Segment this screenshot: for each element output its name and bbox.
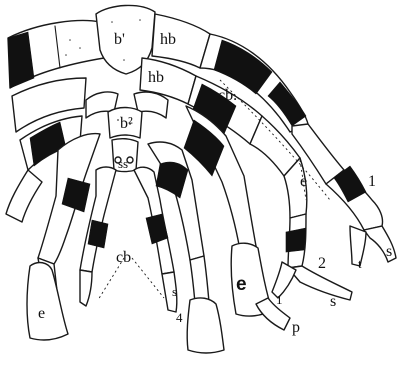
label-s-left: s — [172, 284, 177, 299]
label-1-right: 1 — [368, 173, 376, 190]
label-b1: b' — [114, 31, 125, 48]
label-2: 2 — [318, 255, 326, 272]
cb-pointer-right — [132, 258, 164, 298]
label-e-bold: e — [236, 274, 247, 295]
ceratobranchial-right — [188, 76, 352, 300]
label-cb-right: cb. — [218, 87, 237, 104]
label-1-low: 1 — [276, 292, 283, 307]
label-t-right: t — [358, 256, 362, 271]
label-4: 4 — [176, 310, 183, 325]
label-ss: ss — [118, 156, 128, 171]
label-cb-bottom: cb — [116, 249, 131, 266]
label-hb-mid: hb — [148, 69, 164, 86]
label-s-right: s — [386, 243, 392, 260]
label-b2: b² — [120, 115, 133, 132]
label-p: p — [292, 319, 300, 336]
label-hb-top: hb — [160, 31, 176, 48]
left-upper-bar — [8, 21, 104, 88]
label-e-left: e — [38, 305, 45, 322]
label-e-right: e — [300, 173, 307, 190]
label-s-mid: s — [330, 293, 336, 310]
